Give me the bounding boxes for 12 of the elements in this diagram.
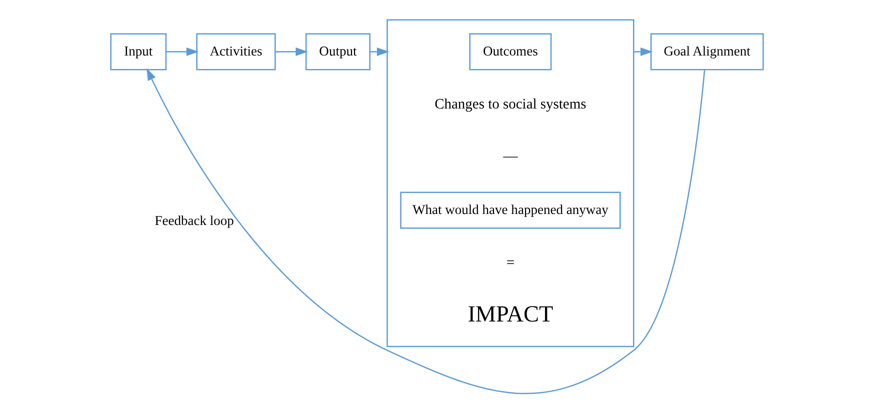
node-box: What would have happened anyway	[400, 192, 620, 229]
node-box: Input	[110, 33, 166, 70]
node-box: Outcomes	[468, 33, 552, 70]
arrow	[370, 48, 389, 56]
node-box: Output	[304, 33, 370, 70]
node-box: Goal Alignment	[650, 33, 764, 70]
arrow	[633, 48, 652, 56]
edge-label: Feedback loop	[154, 213, 234, 228]
arrow	[146, 68, 705, 394]
arrow	[166, 48, 198, 56]
node-box: Activities	[196, 33, 276, 70]
arrow	[274, 48, 308, 56]
